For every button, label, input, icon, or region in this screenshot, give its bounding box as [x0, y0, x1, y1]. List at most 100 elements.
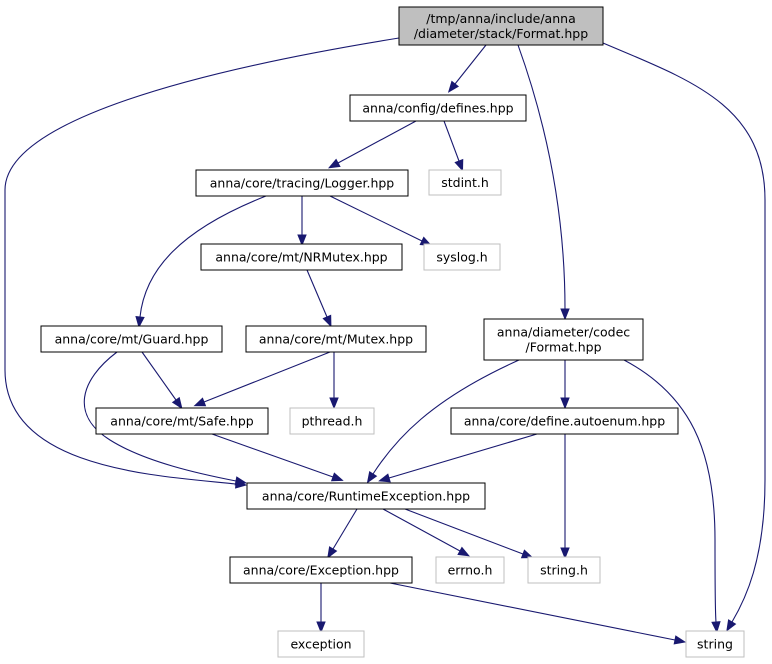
node-box [40, 325, 223, 353]
edge-defines-to-stdint [443, 120, 464, 172]
edge-runtime_exc-to-exception_hpp [327, 508, 358, 559]
node-nrmutex[interactable]: anna/core/mt/NRMutex.hpp [200, 243, 403, 271]
node-label: anna/config/defines.hpp [362, 101, 513, 116]
arrowhead [327, 546, 338, 559]
edge-line [517, 44, 566, 310]
node-errno: errno.h [435, 556, 505, 584]
edge-line [139, 195, 267, 318]
edge-line [443, 120, 460, 162]
node-codec_format[interactable]: anna/diameter/codec/Format.hpp [483, 318, 644, 361]
edge-line [211, 433, 334, 478]
edge-exception_hpp-to-string [389, 582, 687, 645]
edge-format_root-to-defines [447, 44, 487, 93]
arrowhead [560, 308, 570, 321]
node-box [685, 630, 745, 658]
arrowhead [520, 549, 534, 559]
edge-line [389, 582, 676, 641]
arrowhead [234, 476, 248, 486]
arrowhead [328, 158, 341, 169]
node-box [435, 556, 505, 584]
node-box [398, 6, 604, 46]
nodes-layer: /tmp/anna/include/anna/diameter/stack/Fo… [40, 6, 745, 658]
edge-line [332, 508, 358, 550]
node-label: syslog.h [436, 250, 487, 265]
edge-runtime_exc-to-string_h [404, 508, 534, 559]
arrowhead [378, 473, 391, 483]
edge-codec_format-to-string [623, 359, 721, 634]
edge-line [623, 359, 717, 623]
node-format_root[interactable]: /tmp/anna/include/anna/diameter/stack/Fo… [398, 6, 604, 46]
edge-line [404, 508, 524, 555]
edge-safe-to-runtime_exc [211, 433, 344, 482]
arrowhead [457, 546, 470, 557]
edge-defines-to-logger [328, 120, 417, 169]
arrowhead [171, 396, 183, 410]
edge-codec_format-to-runtime_exc [366, 359, 520, 484]
edge-line [602, 42, 766, 623]
arrowhead [193, 397, 207, 407]
edge-line [141, 351, 177, 401]
edges-layer [4, 37, 766, 645]
edge-guard-to-safe [141, 351, 183, 410]
node-string: string [685, 630, 745, 658]
node-label: /diameter/stack/Format.hpp [414, 26, 588, 41]
node-defines[interactable]: anna/config/defines.hpp [349, 94, 527, 122]
node-runtime_exc[interactable]: anna/core/RuntimeException.hpp [246, 482, 486, 510]
node-box [245, 325, 427, 353]
arrowhead [366, 471, 378, 484]
arrowhead [316, 621, 326, 634]
node-label: stdint.h [441, 175, 489, 190]
node-label: anna/core/mt/Guard.hpp [55, 332, 209, 347]
edge-mutex-to-pthread [329, 352, 339, 410]
node-exception_hpp[interactable]: anna/core/Exception.hpp [229, 556, 413, 584]
node-box [289, 407, 375, 435]
node-label: /Format.hpp [525, 340, 601, 355]
node-label: string [697, 637, 733, 652]
edge-line [306, 269, 328, 318]
edge-line [83, 351, 237, 482]
edge-line [337, 120, 417, 164]
arrowhead [726, 619, 737, 632]
node-label: anna/core/RuntimeException.hpp [262, 489, 470, 504]
edge-exception_hpp-to-exception [316, 583, 326, 634]
node-guard[interactable]: anna/core/mt/Guard.hpp [40, 325, 223, 353]
edge-format_root-to-string [602, 42, 766, 632]
node-box [95, 407, 269, 435]
arrowhead [297, 234, 307, 247]
node-label: anna/core/tracing/Logger.hpp [210, 176, 395, 191]
node-label: anna/diameter/codec [497, 325, 630, 340]
edge-line [454, 44, 487, 85]
node-mutex[interactable]: anna/core/mt/Mutex.hpp [245, 325, 427, 353]
node-box [200, 243, 403, 271]
arrowhead [135, 316, 145, 329]
arrowhead [447, 80, 460, 93]
arrowhead [329, 397, 339, 410]
edge-runtime_exc-to-errno [382, 508, 470, 557]
node-box [246, 482, 486, 510]
node-box [229, 556, 413, 584]
node-label: anna/core/mt/Safe.hpp [110, 414, 253, 429]
node-autoenum[interactable]: anna/core/define.autoenum.hpp [450, 407, 679, 435]
edge-line [4, 37, 400, 485]
node-box [349, 94, 527, 122]
node-label: anna/core/Exception.hpp [243, 563, 399, 578]
node-stdint: stdint.h [428, 169, 502, 196]
node-label: anna/core/mt/NRMutex.hpp [215, 250, 387, 265]
arrowhead [673, 635, 687, 645]
edge-logger-to-guard [135, 195, 267, 329]
node-box [195, 169, 409, 197]
arrowhead [454, 158, 464, 172]
edge-logger-to-nrmutex [297, 196, 307, 247]
node-exception: exception [277, 630, 365, 658]
node-safe[interactable]: anna/core/mt/Safe.hpp [95, 407, 269, 435]
node-logger[interactable]: anna/core/tracing/Logger.hpp [195, 169, 409, 197]
arrowhead [330, 472, 344, 482]
node-label: errno.h [448, 563, 493, 578]
edge-autoenum-to-runtime_exc [378, 433, 538, 483]
node-pthread: pthread.h [289, 407, 375, 435]
node-label: exception [290, 637, 351, 652]
edge-line [382, 508, 461, 552]
node-label: anna/core/define.autoenum.hpp [464, 414, 665, 429]
edge-logger-to-syslog [329, 195, 433, 246]
edge-autoenum-to-string_h [560, 434, 570, 560]
